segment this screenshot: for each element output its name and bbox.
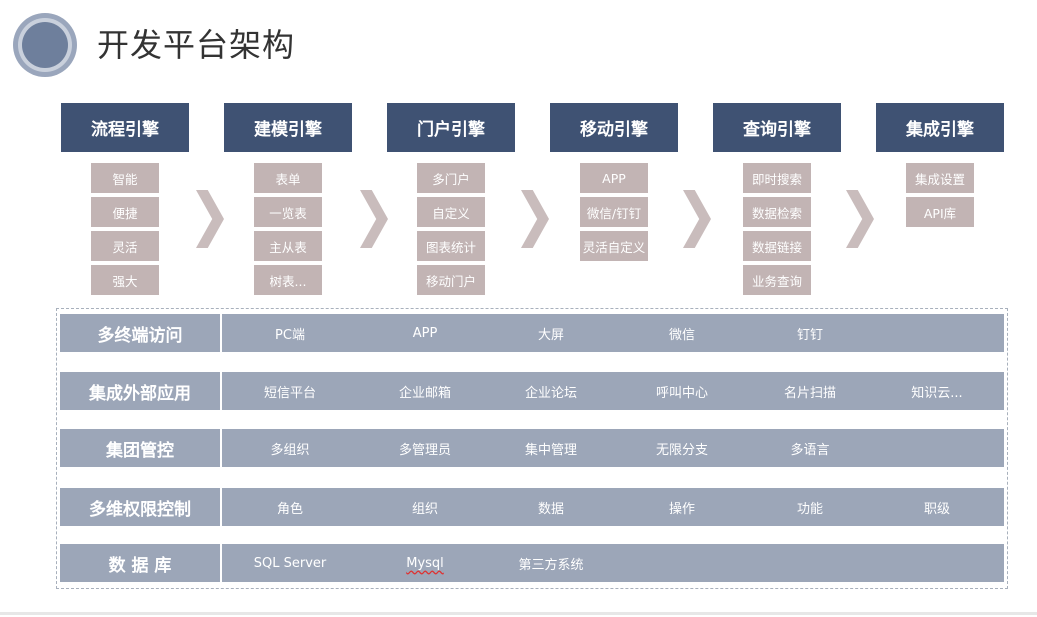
engine-chip: 智能 (91, 163, 159, 193)
engine-chip: 灵活 (91, 231, 159, 261)
layer-items: PC端 APP 大屏 微信 钉钉 (222, 314, 1004, 352)
engine-chip: 主从表 (254, 231, 322, 261)
engine-chips-query: 即时搜索 数据检索 数据链接 业务查询 (743, 163, 811, 299)
layer-item: 集中管理 (524, 442, 578, 458)
layer-item: 数据 (537, 501, 565, 517)
layer-item: 功能 (796, 501, 824, 517)
chevron-right-icon (196, 190, 224, 248)
bottom-divider (0, 612, 1037, 615)
chevron-right-icon (521, 190, 549, 248)
engine-header-modeling: 建模引擎 (224, 103, 352, 152)
engine-chip: 移动门户 (417, 265, 485, 295)
engine-chip: 图表统计 (417, 231, 485, 261)
engine-chips-modeling: 表单 一览表 主从表 树表... (254, 163, 322, 299)
layer-item: SQL Server (253, 555, 327, 571)
layer-external-apps: 集成外部应用 短信平台 企业邮箱 企业论坛 呼叫中心 名片扫描 知识云... (60, 372, 1004, 410)
layer-item: 短信平台 (263, 385, 317, 401)
engine-chip: 强大 (91, 265, 159, 295)
engine-header-query: 查询引擎 (713, 103, 841, 152)
engine-chip: 数据链接 (743, 231, 811, 261)
chevron-right-icon (360, 190, 388, 248)
engine-chip: API库 (906, 197, 974, 227)
layer-item: 钉钉 (796, 327, 824, 343)
layer-item: APP (412, 325, 438, 341)
layer-item: 多管理员 (398, 442, 452, 458)
engine-chip: 集成设置 (906, 163, 974, 193)
layer-items: SQL Server Mysql 第三方系统 (222, 544, 1004, 582)
engine-chip: 表单 (254, 163, 322, 193)
layer-label: 集成外部应用 (60, 372, 220, 410)
layer-item: 角色 (276, 501, 304, 517)
engine-header-portal: 门户引擎 (387, 103, 515, 152)
engine-chip: 多门户 (417, 163, 485, 193)
page-title: 开发平台架构 (97, 26, 296, 64)
layer-label: 数 据 库 (60, 544, 220, 582)
engine-chips-process: 智能 便捷 灵活 强大 (91, 163, 159, 299)
layer-item: PC端 (275, 327, 305, 343)
layer-item: 组织 (411, 501, 439, 517)
layer-group-control: 集团管控 多组织 多管理员 集中管理 无限分支 多语言 (60, 429, 1004, 467)
engine-chip: 树表... (254, 265, 322, 295)
layer-multi-terminal: 多终端访问 PC端 APP 大屏 微信 钉钉 (60, 314, 1004, 352)
engine-chips-integration: 集成设置 API库 (906, 163, 974, 231)
engine-chip: 业务查询 (743, 265, 811, 295)
layer-item: Mysql (406, 555, 444, 571)
engine-chip: APP (580, 163, 648, 193)
layer-item: 无限分支 (655, 442, 709, 458)
layer-item: 多组织 (270, 442, 310, 458)
layer-label: 集团管控 (60, 429, 220, 467)
chevron-right-icon (683, 190, 711, 248)
layer-item: 大屏 (537, 327, 565, 343)
engine-header-integration: 集成引擎 (876, 103, 1004, 152)
engine-chip: 便捷 (91, 197, 159, 227)
layer-item: 企业论坛 (524, 385, 578, 401)
layer-item: 微信 (668, 327, 696, 343)
layer-item: 操作 (668, 501, 696, 517)
chevron-right-icon (846, 190, 874, 248)
layer-item: 企业邮箱 (398, 385, 452, 401)
layer-items: 多组织 多管理员 集中管理 无限分支 多语言 (222, 429, 1004, 467)
layer-item: 第三方系统 (518, 557, 584, 573)
layer-item: 多语言 (790, 442, 830, 458)
layer-database: 数 据 库 SQL Server Mysql 第三方系统 (60, 544, 1004, 582)
engine-chips-mobile: APP 微信/钉钉 灵活自定义 (580, 163, 648, 265)
title-circle-core (22, 22, 68, 68)
layer-items: 短信平台 企业邮箱 企业论坛 呼叫中心 名片扫描 知识云... (222, 372, 1004, 410)
title-circle-icon (13, 13, 77, 77)
layer-item: 职级 (923, 501, 951, 517)
title-circle-ring (18, 18, 72, 72)
layer-permission-control: 多维权限控制 角色 组织 数据 操作 功能 职级 (60, 488, 1004, 526)
engine-chip: 微信/钉钉 (580, 197, 648, 227)
layer-items: 角色 组织 数据 操作 功能 职级 (222, 488, 1004, 526)
engine-chip: 灵活自定义 (580, 231, 648, 261)
engine-chip: 一览表 (254, 197, 322, 227)
platform-layers-frame (56, 308, 1008, 589)
engine-chip: 自定义 (417, 197, 485, 227)
layer-item: 知识云... (911, 385, 963, 401)
layer-item: 名片扫描 (783, 385, 837, 401)
engine-chip: 即时搜索 (743, 163, 811, 193)
engine-header-process: 流程引擎 (61, 103, 189, 152)
engine-chips-portal: 多门户 自定义 图表统计 移动门户 (417, 163, 485, 299)
engine-chip: 数据检索 (743, 197, 811, 227)
engine-header-mobile: 移动引擎 (550, 103, 678, 152)
layer-item: 呼叫中心 (655, 385, 709, 401)
layer-label: 多终端访问 (60, 314, 220, 352)
layer-label: 多维权限控制 (60, 488, 220, 526)
